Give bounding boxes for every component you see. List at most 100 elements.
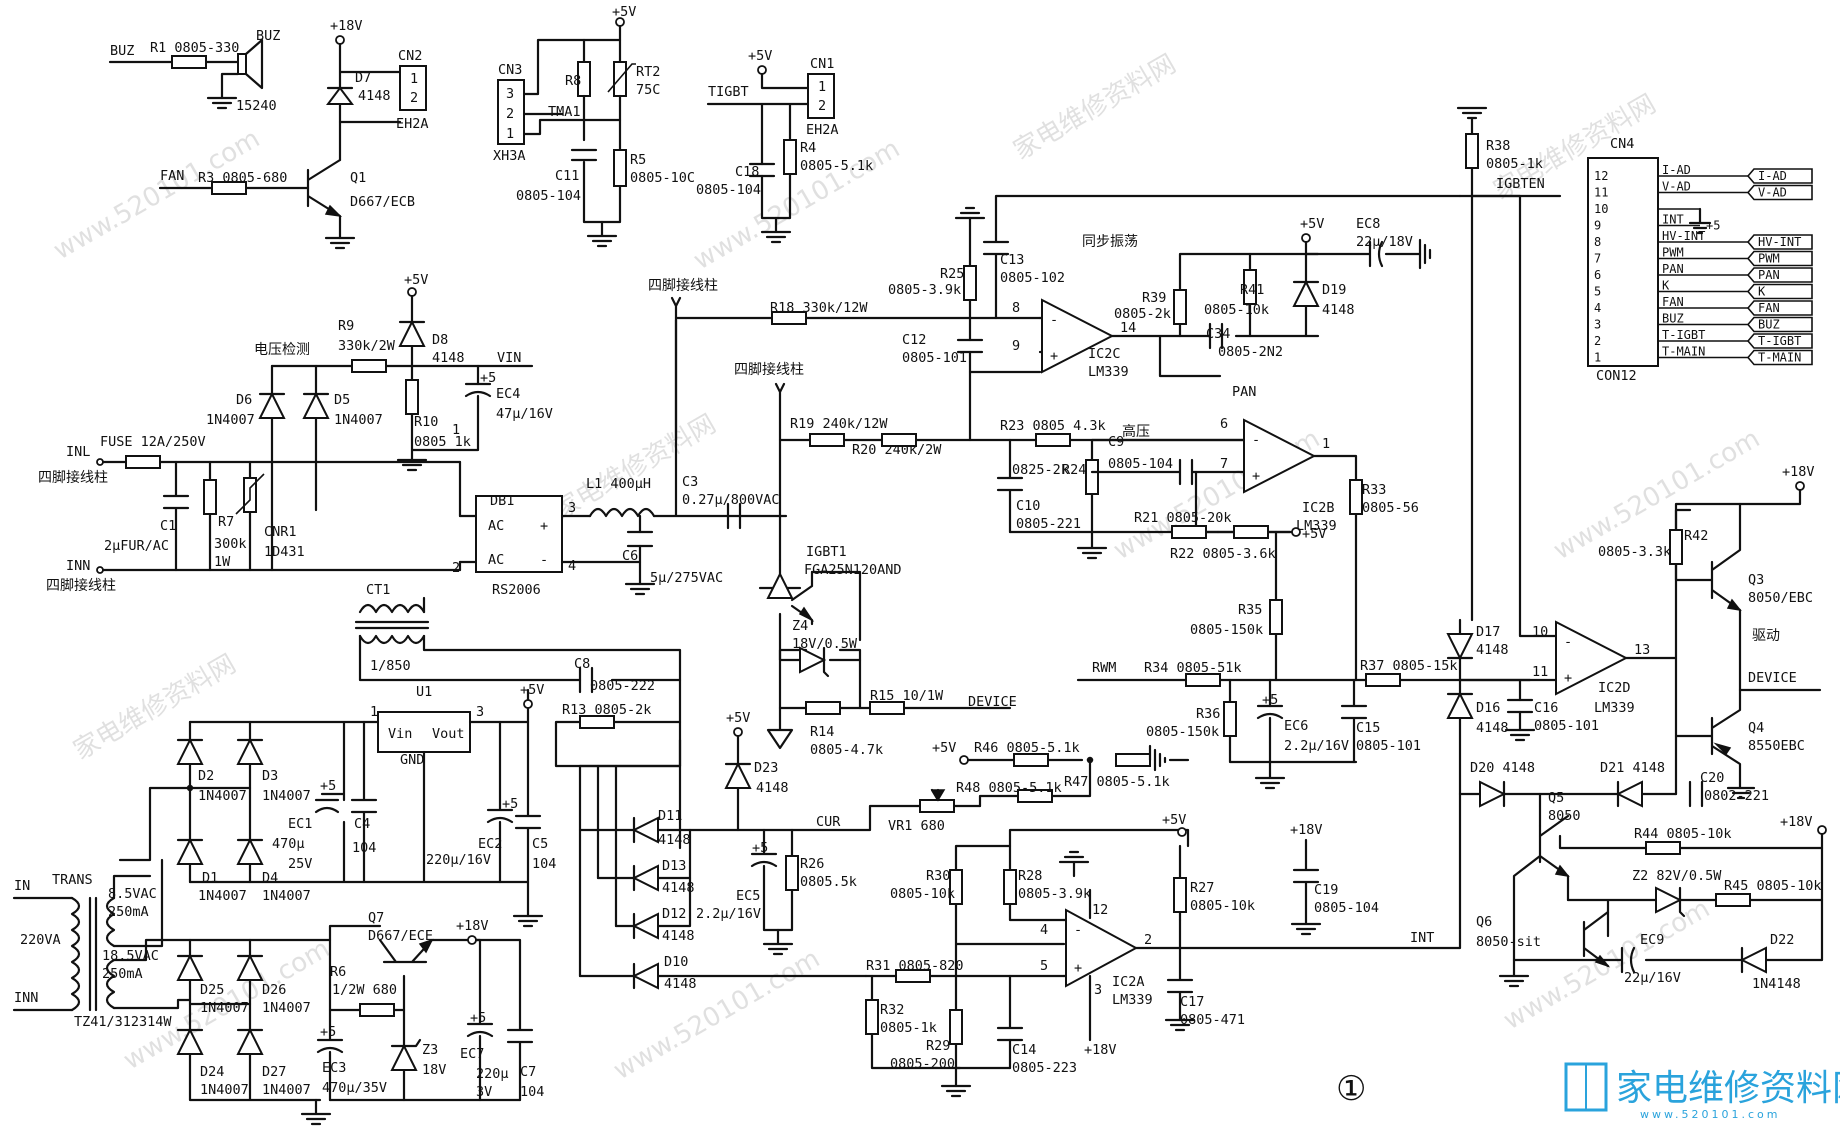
ec2-label: EC2 bbox=[478, 836, 502, 852]
q1-value: D667/ECB bbox=[350, 194, 415, 210]
cn3-label: CN3 bbox=[498, 62, 522, 78]
pin: 3 bbox=[568, 500, 576, 516]
d23-value: 4148 bbox=[756, 780, 789, 796]
cn4-net-flag bbox=[1746, 316, 1813, 333]
trans-part: TZ41/312314W bbox=[74, 1014, 172, 1030]
c16-value: 0805-101 bbox=[1534, 718, 1599, 734]
r39-value: 0805-2k bbox=[1114, 306, 1171, 322]
igbt-section: 四脚接线柱 R18 330k/12W 四脚接线柱 R19 240k/12W R2… bbox=[648, 277, 1054, 758]
r34-label: R34 0805-51k bbox=[1144, 660, 1242, 676]
rail-label: +5V bbox=[748, 48, 772, 64]
trans-winding2-current: 250mA bbox=[102, 966, 143, 982]
d3-label: D3 bbox=[262, 768, 278, 784]
c7-value: 104 bbox=[520, 1084, 544, 1100]
cn4-net-flag-label: T-IGBT bbox=[1758, 334, 1801, 348]
z2-label: Z2 82V/0.5W bbox=[1632, 868, 1722, 884]
d3-value: 1N4007 bbox=[262, 788, 311, 804]
cn4-pin-number: 1 bbox=[1594, 351, 1601, 365]
ec8-label: EC8 bbox=[1356, 216, 1380, 232]
r15-label: R15 10/1W bbox=[870, 688, 944, 704]
sync-osc-label: 同步振荡 bbox=[1082, 234, 1138, 250]
c10-name: C10 bbox=[1016, 498, 1040, 514]
watermark: 家电维修资料网 bbox=[69, 649, 242, 766]
r28-value: 0805-3.9k bbox=[1018, 886, 1091, 902]
cn4-net-flag bbox=[1746, 168, 1813, 184]
pin: 1 bbox=[1322, 436, 1330, 452]
d7-value: 4148 bbox=[358, 88, 391, 104]
q3-label: Q3 bbox=[1748, 572, 1764, 588]
c17-label: C17 bbox=[1180, 994, 1204, 1010]
r9-label: R9 bbox=[338, 318, 354, 334]
r33-value: 0805-56 bbox=[1362, 500, 1419, 516]
pin: 14 bbox=[1120, 320, 1136, 336]
pin: 4 bbox=[568, 558, 576, 574]
ic2c-label: IC2C bbox=[1088, 346, 1121, 362]
c15-value: 0805-101 bbox=[1356, 738, 1421, 754]
terminal-label: 四脚接线柱 bbox=[648, 277, 718, 294]
db1-plus: + bbox=[540, 518, 548, 534]
net-label-cur: CUR bbox=[816, 814, 841, 830]
c9-value: 0805-104 bbox=[1108, 456, 1173, 472]
rail-label: +5V bbox=[612, 4, 636, 20]
r10-label: R10 bbox=[414, 414, 438, 430]
net-label-in: IN bbox=[14, 878, 30, 894]
r4-value: 0805-5.1k bbox=[800, 158, 873, 174]
r7-value: 300k bbox=[214, 536, 247, 552]
cn4-pin-number: 6 bbox=[1594, 268, 1601, 282]
r25-value: 0805-3.9k bbox=[888, 282, 961, 298]
cn4-pin-number: 12 bbox=[1594, 169, 1608, 183]
buzzer-part: 15240 bbox=[236, 98, 277, 114]
c12-label: C12 bbox=[902, 332, 926, 348]
d5-label: D5 bbox=[334, 392, 350, 408]
r9-value: 330k/2W bbox=[338, 338, 396, 354]
ic2d-plus: + bbox=[1564, 670, 1572, 686]
c18-label: C18 bbox=[735, 164, 759, 180]
r42-label: R42 bbox=[1684, 528, 1708, 544]
cn4-net-flag bbox=[1746, 333, 1813, 349]
d10-value: 4148 bbox=[664, 976, 697, 992]
c1-value: 2μFUR/AC bbox=[104, 538, 169, 554]
cn4-net-flag bbox=[1746, 349, 1813, 366]
c17-value: 0805-471 bbox=[1180, 1012, 1245, 1028]
cn1-value: EH2A bbox=[806, 122, 839, 138]
c20-value: 0802-221 bbox=[1704, 788, 1769, 804]
c6-value: 5μ/275VAC bbox=[650, 570, 723, 586]
q1-label: Q1 bbox=[350, 170, 366, 186]
ic2c-value: LM339 bbox=[1088, 364, 1129, 380]
c20-label: C20 bbox=[1700, 770, 1724, 786]
cn4-net-flag bbox=[1746, 184, 1813, 201]
q6-label: Q6 bbox=[1476, 914, 1492, 930]
ec6-label: EC6 bbox=[1284, 718, 1308, 734]
terminal-label: 四脚接线柱 bbox=[734, 361, 804, 378]
rail-label: +5V bbox=[932, 740, 956, 756]
cn4-net-flag-label: PWM bbox=[1758, 252, 1780, 266]
q4-value: 8550EBC bbox=[1748, 738, 1805, 754]
ic2b-minus: - bbox=[1252, 432, 1260, 448]
watermark: www.520101.com bbox=[609, 944, 826, 1086]
voltage-detect-label: 电压检测 bbox=[254, 342, 310, 358]
cn4-pin-label: K bbox=[1662, 279, 1670, 293]
d19-label: D19 bbox=[1322, 282, 1346, 298]
rail-label: +5V bbox=[726, 710, 750, 726]
cn4-net-flag bbox=[1746, 300, 1813, 316]
d8-label: D8 bbox=[432, 332, 448, 348]
pin: 1 bbox=[370, 704, 378, 720]
c4-value: 104 bbox=[352, 840, 376, 856]
d23-label: D23 bbox=[754, 760, 778, 776]
ic2b-label: IC2B bbox=[1302, 500, 1335, 516]
c5-value: 104 bbox=[532, 856, 556, 872]
ic2a-minus: - bbox=[1074, 922, 1082, 938]
rt2-value: 75C bbox=[636, 82, 660, 98]
c11-label: C11 bbox=[555, 168, 579, 184]
d11-value: 4148 bbox=[658, 832, 691, 848]
c12-value: 0805-101 bbox=[902, 350, 967, 366]
d24-label: D24 bbox=[200, 1064, 224, 1080]
c14-label: C14 bbox=[1012, 1042, 1036, 1058]
r28-label: R28 bbox=[1018, 868, 1042, 884]
c10-value: 0805-221 bbox=[1016, 516, 1081, 532]
r29-value: 0805-200 bbox=[890, 1056, 955, 1072]
net-label-pan: PAN bbox=[1232, 384, 1256, 400]
c19-value: 0805-104 bbox=[1314, 900, 1379, 916]
d6-value: 1N4007 bbox=[206, 412, 255, 428]
